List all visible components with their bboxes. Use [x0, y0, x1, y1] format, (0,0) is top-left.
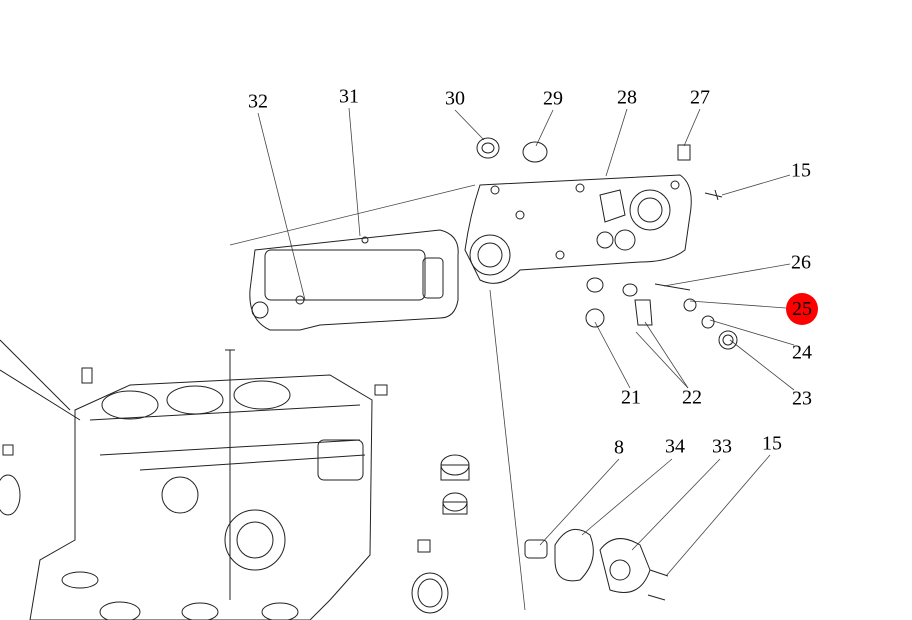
- callout-31[interactable]: 31: [339, 85, 359, 108]
- gasket-part-31: [249, 229, 459, 331]
- callout-23[interactable]: 23: [792, 387, 812, 410]
- callout-28[interactable]: 28: [617, 86, 637, 109]
- callout-25-highlighted[interactable]: 25: [786, 293, 818, 325]
- callout-15-lower[interactable]: 15: [762, 432, 782, 455]
- callout-30[interactable]: 30: [445, 87, 465, 110]
- small-parts: [0, 137, 738, 614]
- leader-lines: [229, 107, 795, 611]
- callout-33[interactable]: 33: [712, 435, 732, 458]
- callout-32[interactable]: 32: [248, 90, 268, 113]
- callout-8[interactable]: 8: [614, 436, 624, 459]
- callout-26[interactable]: 26: [791, 251, 811, 274]
- engine-block: [0, 339, 373, 620]
- callout-27[interactable]: 27: [690, 86, 710, 109]
- callout-22[interactable]: 22: [682, 386, 702, 409]
- callout-34[interactable]: 34: [665, 435, 685, 458]
- callout-29[interactable]: 29: [543, 87, 563, 110]
- callout-15-upper[interactable]: 15: [791, 159, 811, 182]
- callout-21[interactable]: 21: [621, 386, 641, 409]
- housing-part-28: [464, 174, 692, 284]
- callout-24[interactable]: 24: [792, 341, 812, 364]
